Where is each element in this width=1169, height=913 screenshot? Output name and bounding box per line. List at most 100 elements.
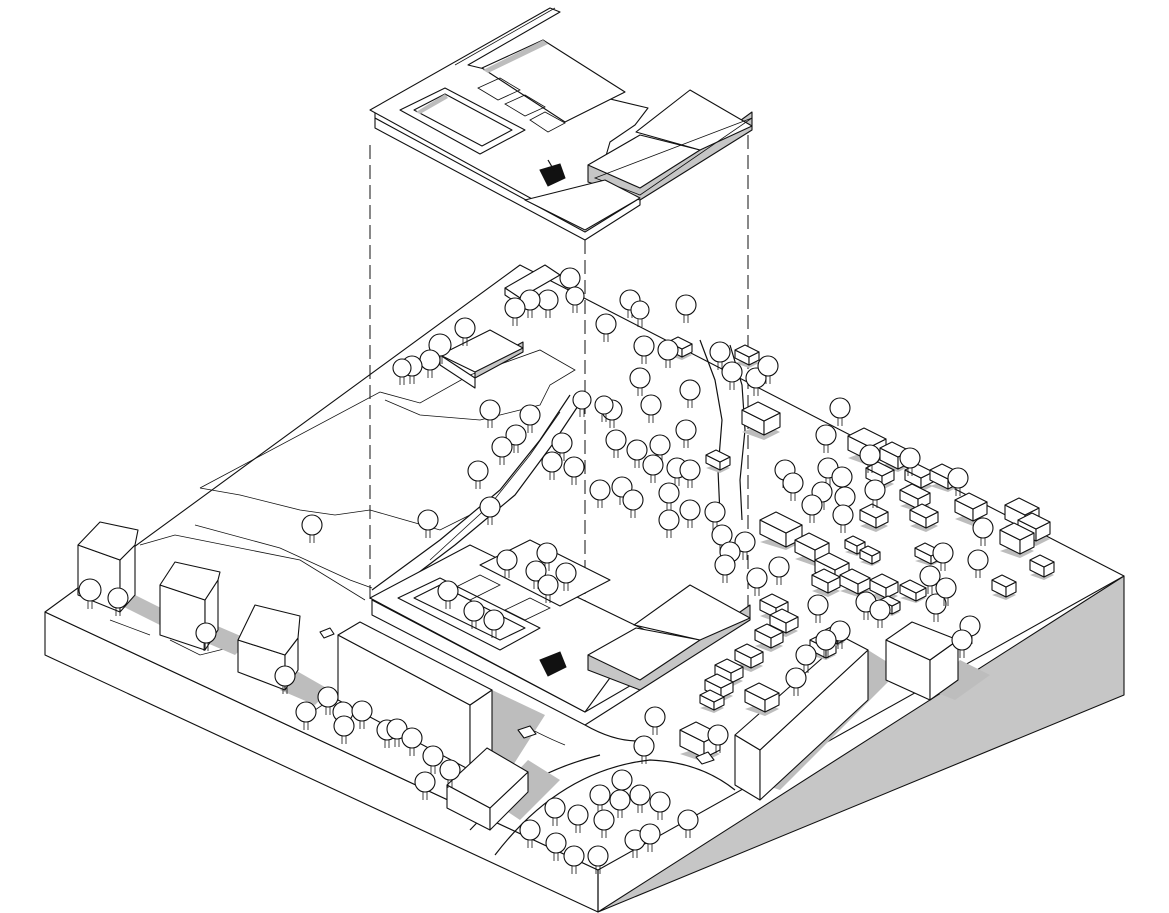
tree-6 (454, 317, 476, 346)
tree-94 (295, 701, 317, 730)
tree-46 (551, 432, 573, 461)
tree-41 (519, 404, 541, 433)
tree-119 (677, 809, 699, 838)
tree-113 (519, 819, 541, 848)
tree-59 (782, 472, 804, 501)
tree-49 (301, 514, 323, 543)
tree-71 (947, 467, 969, 496)
tree-17 (629, 367, 651, 396)
tree-79 (935, 577, 957, 606)
tree-118 (639, 823, 661, 852)
house-33 (741, 401, 781, 440)
tree-112 (593, 809, 615, 838)
house-16 (899, 579, 927, 603)
tree-93 (274, 665, 296, 694)
tree-48 (563, 456, 585, 485)
tree-27 (572, 390, 592, 417)
tree-104 (414, 771, 436, 800)
tree-125 (437, 580, 459, 609)
house-25 (754, 623, 784, 652)
tree-72 (972, 517, 994, 546)
tree-121 (536, 542, 558, 571)
tree-15 (633, 335, 655, 364)
tree-10 (392, 358, 412, 385)
tree-28 (605, 429, 627, 458)
tree-76 (925, 593, 947, 622)
tree-33 (679, 459, 701, 488)
tree-21 (709, 341, 731, 370)
tree-3 (537, 289, 559, 318)
tree-102 (422, 745, 444, 774)
tree-42 (505, 424, 527, 453)
tree-40 (479, 399, 501, 428)
tree-92 (195, 622, 217, 651)
tree-90 (78, 578, 102, 609)
tree-60 (815, 424, 837, 453)
trees (78, 267, 994, 874)
tree-120 (496, 549, 518, 578)
tree-85 (795, 644, 817, 673)
house-12 (999, 522, 1035, 558)
tree-73 (967, 549, 989, 578)
house-14 (991, 574, 1017, 600)
house-13 (1029, 554, 1055, 580)
house-38 (859, 545, 881, 566)
tree-44 (467, 460, 489, 489)
tree-88 (633, 735, 655, 764)
vehicles (319, 627, 715, 765)
tree-81 (869, 599, 891, 628)
tree-95 (317, 686, 339, 715)
tree-47 (541, 451, 563, 480)
tree-39 (658, 509, 680, 538)
house-24 (769, 608, 799, 637)
tree-86 (785, 667, 807, 696)
tree-74 (932, 542, 954, 571)
tree-19 (640, 394, 662, 423)
tree-43 (491, 436, 513, 465)
house-9 (954, 492, 988, 526)
tree-66 (864, 479, 886, 508)
tree-109 (649, 791, 671, 820)
house-17 (759, 511, 803, 550)
tree-50 (417, 509, 439, 538)
tree-34 (658, 482, 680, 511)
tree-124 (537, 574, 559, 603)
house-37 (844, 535, 866, 556)
tree-29 (626, 439, 648, 468)
tree-30 (649, 434, 671, 463)
tree-87 (644, 706, 666, 735)
tree-2 (565, 286, 585, 313)
lifted-roof-plan (369, 7, 753, 241)
tree-127 (483, 609, 505, 638)
tree-36 (589, 479, 611, 508)
tree-110 (544, 797, 566, 826)
tree-67 (801, 494, 823, 523)
tree-98 (351, 700, 373, 729)
tree-68 (832, 504, 854, 533)
house-29 (699, 689, 725, 713)
tree-91 (107, 587, 129, 616)
tree-103 (439, 759, 461, 788)
tree-115 (563, 845, 585, 874)
tree-5 (504, 297, 526, 326)
tree-70 (899, 447, 921, 476)
tree-24 (757, 355, 779, 384)
tree-75 (919, 565, 941, 594)
tree-123 (555, 562, 577, 591)
house-7 (909, 503, 939, 532)
tree-107 (609, 789, 631, 818)
tree-16 (657, 339, 679, 368)
house-30 (744, 682, 780, 716)
tree-108 (629, 784, 651, 813)
tree-101 (401, 727, 423, 756)
house-26 (734, 643, 764, 672)
tree-45 (479, 496, 501, 525)
tree-31 (642, 454, 664, 483)
house-8 (859, 503, 889, 532)
tree-89 (707, 724, 729, 753)
tree-22 (721, 361, 743, 390)
tree-20 (675, 419, 697, 448)
house-36 (734, 344, 760, 368)
